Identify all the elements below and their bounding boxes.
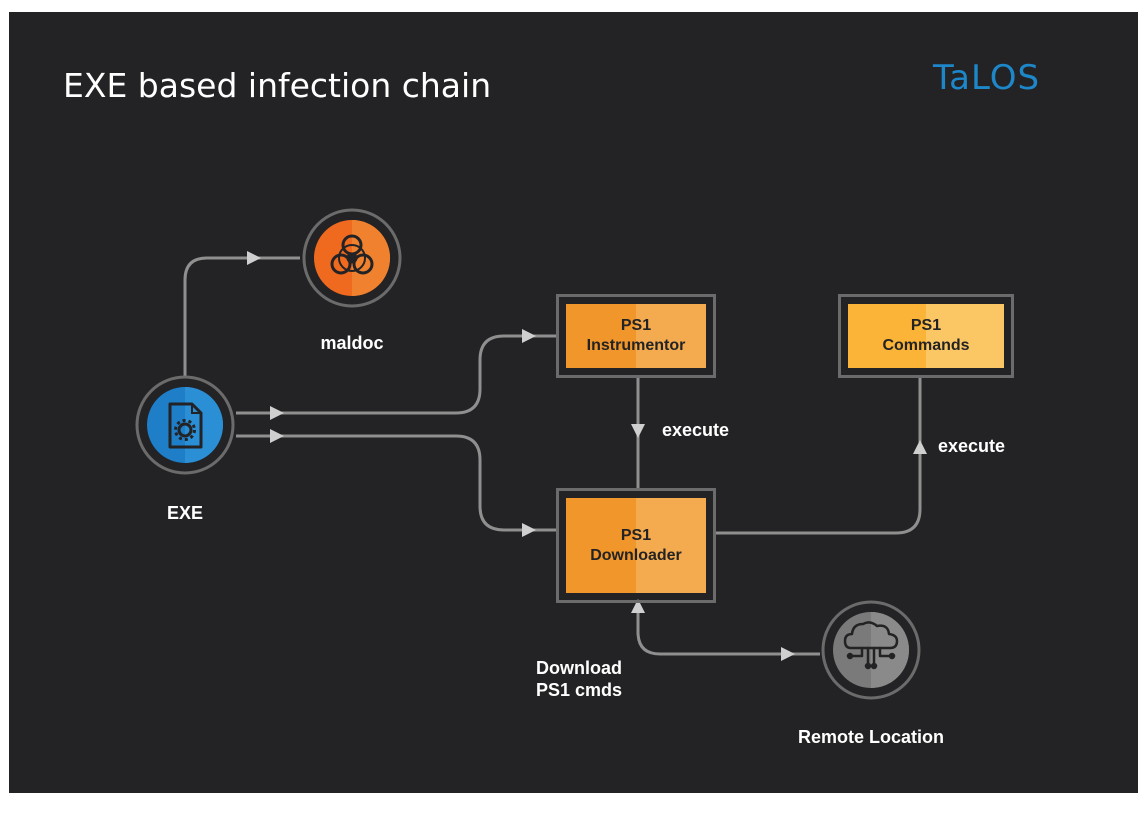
arrowhead-exe-out-2 [270,429,284,443]
ps1-commands-box: PS1 Commands [838,294,1014,378]
executable-file-icon [168,402,203,449]
commands-line2: Commands [882,337,970,354]
arrowhead-to-downloader [522,523,536,537]
exe-label: EXE [166,503,204,523]
biohazard-icon [330,234,374,275]
edge-exe-instrumentor [236,334,556,415]
execute-label-1: execute [662,420,730,440]
ps1-downloader-box: PS1 Downloader [556,488,716,603]
edge-exe-maldoc [183,256,300,376]
exe-node [135,375,235,475]
edge-downloader-commands [716,378,922,535]
execute-label-2: execute [938,436,1006,456]
instrumentor-line1: PS1 [620,317,652,334]
arrowhead-to-maldoc [247,251,261,265]
diagram-title: EXE based infection chain [63,66,492,105]
arrowhead-download-up [631,599,645,613]
edge-downloader-remote [636,603,820,656]
edge-exe-downloader [236,434,556,532]
cloud-icon [843,621,899,670]
ps1-instrumentor-box: PS1 Instrumentor [556,294,716,378]
maldoc-label: maldoc [320,333,384,353]
arrowhead-execute-down [631,424,645,438]
downloader-line2: Downloader [590,546,682,564]
arrowhead-execute-up [913,440,927,454]
maldoc-node [302,208,402,308]
remote-location-node [821,600,921,700]
commands-line1: PS1 [910,317,942,334]
talos-logo: TaLOS [933,58,1041,98]
download-label-line1: Download [536,658,623,678]
download-label-line2: PS1 cmds [536,680,623,700]
downloader-line1: PS1 [620,526,652,544]
arrowhead-to-instrumentor [522,329,536,343]
instrumentor-line2: Instrumentor [586,337,686,354]
download-ps1-cmds-label: Download PS1 cmds [536,657,622,701]
arrowhead-exe-out-1 [270,406,284,420]
remote-location-label: Remote Location [797,727,945,747]
arrowhead-to-remote [781,647,795,661]
